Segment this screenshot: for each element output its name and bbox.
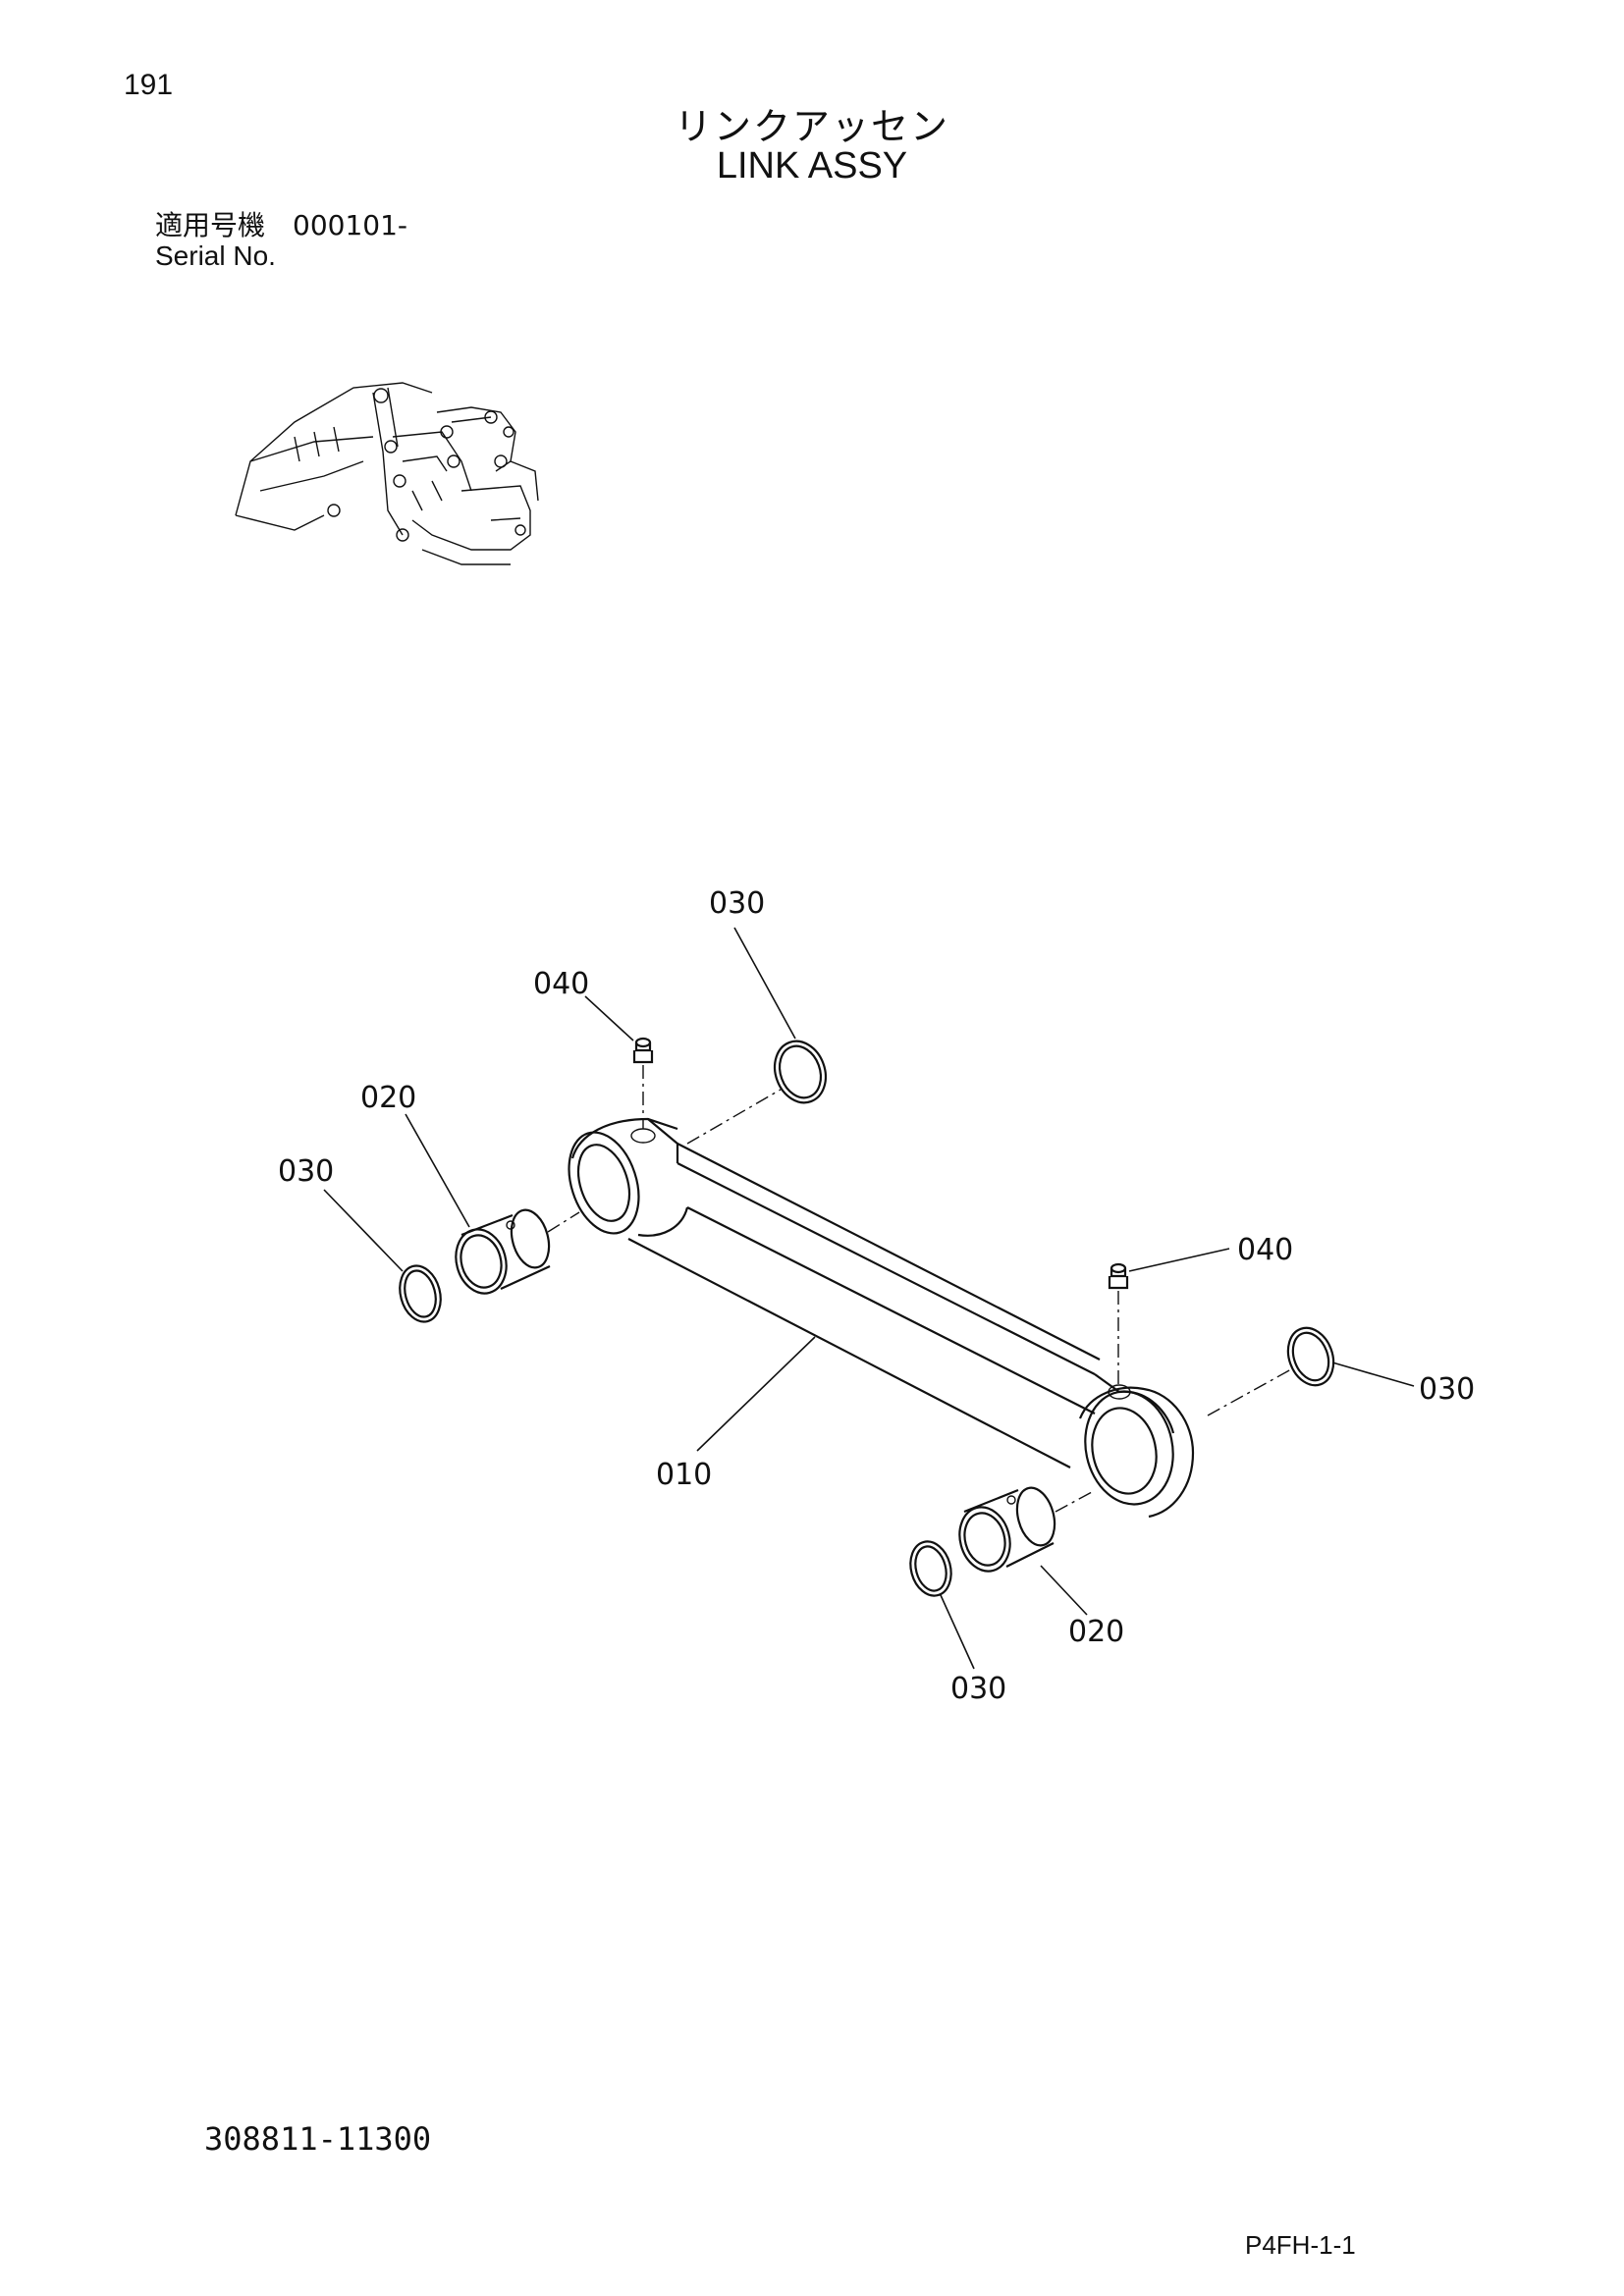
page-title-english: LINK ASSY: [716, 145, 908, 187]
seal-part-030-top: [773, 1040, 828, 1104]
page-number: 191: [124, 69, 174, 101]
grease-fitting-part-040-right: [1108, 1262, 1129, 1290]
machine-location-thumbnail: [235, 382, 539, 565]
page-code: P4FH-1-1: [1245, 2230, 1356, 2260]
callout-labels: 030 040 020 030 040 030 010 020 030: [278, 886, 1475, 1706]
serial-label-japanese: 適用号機 000101-: [155, 209, 407, 241]
link-body-part-010: [568, 1117, 1195, 1519]
callout-040-top: 040: [533, 967, 589, 1001]
callout-030-left: 030: [278, 1154, 334, 1189]
seal-part-030-left: [399, 1264, 442, 1323]
bushing-right-part-020: [958, 1486, 1056, 1573]
assembly-part-code: 308811-11300: [204, 2120, 432, 2158]
callout-040-right: 040: [1237, 1233, 1293, 1267]
assembly-center-lines: [547, 1065, 1292, 1513]
callout-leader-lines: [323, 927, 1415, 1670]
callout-030-bottom: 030: [950, 1672, 1006, 1706]
callout-020-left: 020: [360, 1081, 416, 1115]
seal-part-030-right: [1286, 1326, 1335, 1387]
callout-020-bottom: 020: [1068, 1615, 1124, 1649]
seal-part-030-bottom: [909, 1540, 952, 1597]
grease-fitting-part-040-top: [632, 1037, 654, 1064]
page-title-japanese: リンクアッセン: [674, 105, 949, 148]
bushing-left-part-020: [455, 1208, 551, 1295]
callout-030-right: 030: [1419, 1372, 1475, 1407]
serial-label-english: Serial No.: [155, 240, 276, 271]
callout-010: 010: [656, 1458, 712, 1492]
callout-030-top: 030: [709, 886, 765, 921]
